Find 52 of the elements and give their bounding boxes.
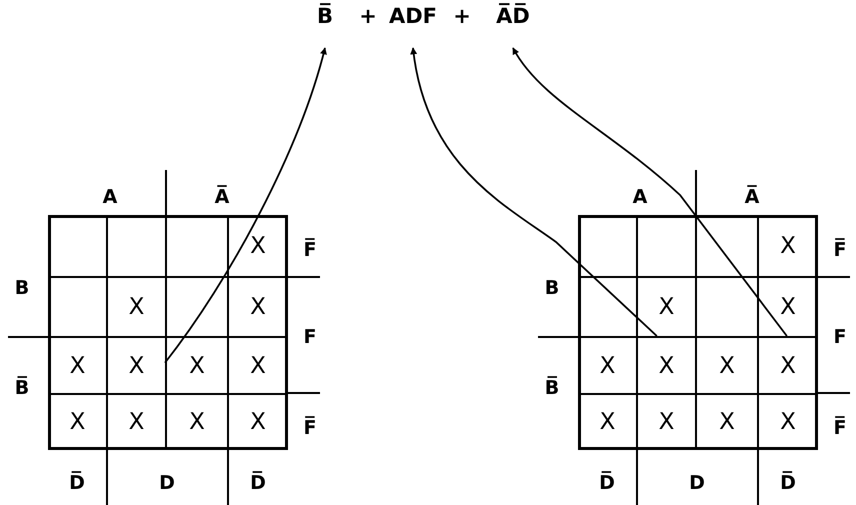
variable-label: F̅ [834, 239, 846, 261]
cell-entry: X [759, 338, 817, 393]
variable-label: D̅ [780, 472, 796, 494]
variable-label: A [102, 186, 118, 208]
cell-entry: X [167, 395, 227, 449]
variable-label: B [14, 277, 30, 299]
cell-entry: X [229, 216, 287, 276]
arrow [512, 47, 788, 337]
cell-entry: X [108, 338, 165, 393]
cell-entry: X [108, 395, 165, 449]
variable-label: F̅ [834, 417, 846, 439]
cell-entry: X [49, 395, 106, 449]
variable-label: F̅ [304, 417, 316, 439]
variable-label: B̅ [14, 377, 30, 399]
arrow [164, 47, 327, 364]
variable-label: A̅ [214, 186, 230, 208]
cell-entry: X [759, 278, 817, 336]
cell-entry: X [167, 338, 227, 393]
variable-label: D [159, 472, 175, 494]
variable-label: D̅ [599, 472, 615, 494]
variable-label: D̅ [69, 472, 85, 494]
expression-term: ADF [388, 4, 438, 28]
plus-sign: + [359, 4, 377, 28]
cell-entry: X [697, 395, 757, 449]
expression-term: B̅ [317, 4, 333, 28]
variable-label: F̅ [304, 239, 316, 261]
karnaugh-map-grid [578, 215, 818, 450]
variable-label: F [304, 326, 316, 348]
cell-entry: X [638, 395, 695, 449]
arrow [410, 47, 658, 337]
variable-label: D̅ [250, 472, 266, 494]
cell-entry: X [697, 338, 757, 393]
cell-entry: X [759, 395, 817, 449]
variable-label: A [632, 186, 648, 208]
cell-entry: X [229, 338, 287, 393]
cell-entry: X [108, 278, 165, 336]
cell-entry: X [759, 216, 817, 276]
cell-entry: X [579, 395, 636, 449]
variable-label: B̅ [544, 377, 560, 399]
cell-entry: X [579, 338, 636, 393]
cell-entry: X [229, 278, 287, 336]
cell-entry: X [638, 278, 695, 336]
cell-entry: X [229, 395, 287, 449]
expression-term: A̅D̅ [496, 4, 530, 28]
variable-label: F [834, 326, 846, 348]
variable-label: B [544, 277, 560, 299]
cell-entry: X [49, 338, 106, 393]
karnaugh-map-grid [48, 215, 288, 450]
plus-sign: + [453, 4, 471, 28]
cell-entry: X [638, 338, 695, 393]
variable-label: D [689, 472, 705, 494]
variable-label: A̅ [744, 186, 760, 208]
